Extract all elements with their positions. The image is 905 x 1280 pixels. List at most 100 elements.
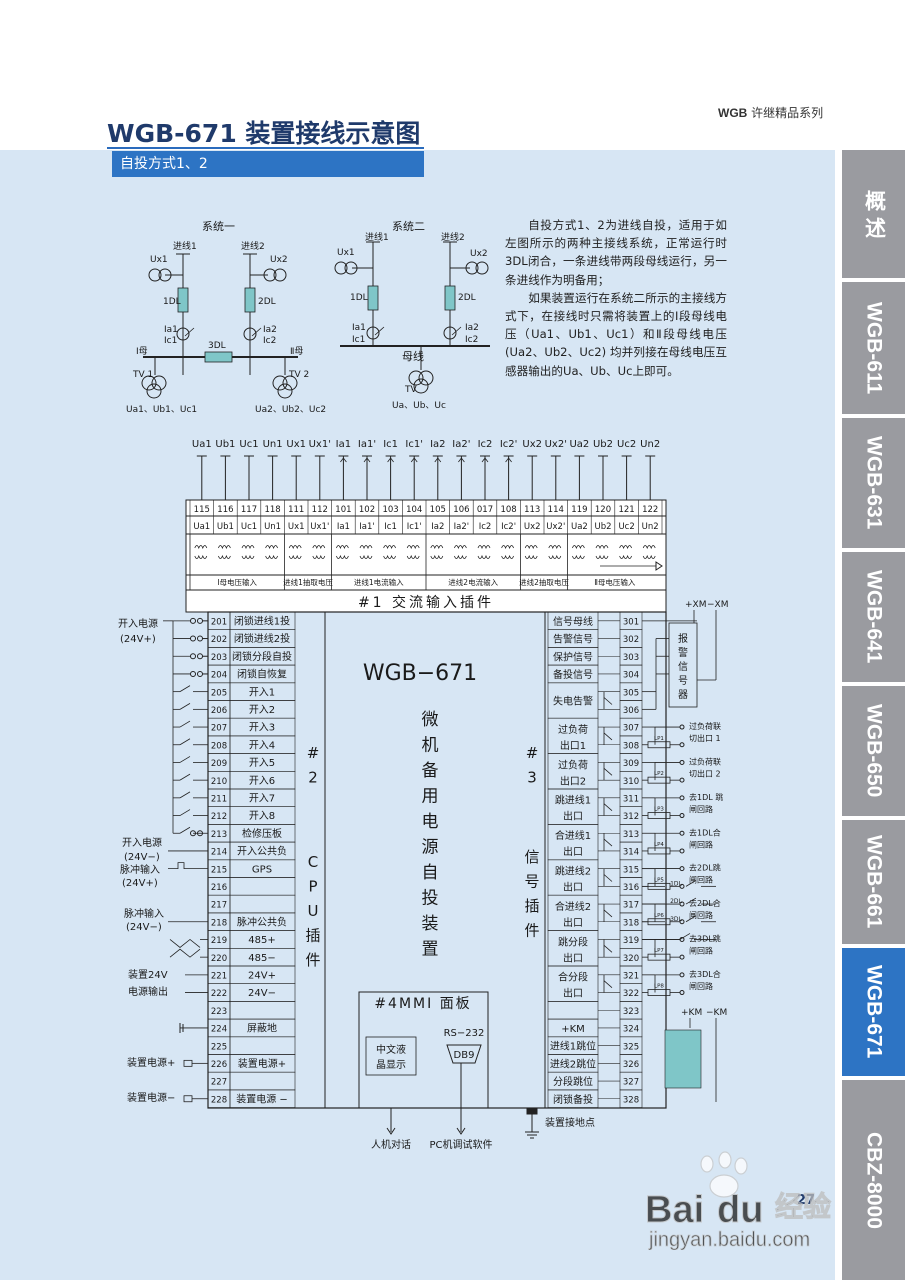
pulse-in-neg: 脉冲输入: [124, 907, 164, 920]
ac-coil: [383, 545, 396, 550]
ac-pin-number: 114: [548, 505, 564, 515]
system2-tv-c: [413, 378, 429, 394]
title-underline: [107, 147, 424, 149]
signal-label: 出口: [563, 845, 583, 858]
side-tab-label: WGB-671: [862, 965, 886, 1059]
cpu-pin-number: 222: [211, 989, 227, 999]
dev-power-neg: 装置电源−: [127, 1091, 175, 1104]
system2-tv-label: TV: [404, 385, 417, 395]
ac-pin-number: 117: [241, 505, 257, 515]
description: 自投方式1、2为进线自投，适用于如左图所示的两种主接线系统，正常运行时3DL闭合…: [505, 216, 727, 380]
dl-contact-label: 2DL: [670, 898, 682, 905]
output-label-1: 去1DL合: [689, 827, 721, 837]
ac-signal-label: Ub1: [215, 439, 235, 450]
cpu-plugin-char: 2: [308, 769, 318, 787]
ac-coil: [477, 554, 491, 559]
lp-plate: [647, 847, 671, 855]
side-tab-wgb-641[interactable]: WGB-641: [842, 552, 905, 682]
ac-coil: [477, 545, 491, 550]
ac-signal-label: Ia2': [452, 439, 470, 450]
signal-pin-number: 314: [623, 848, 639, 858]
series-label: 许继精品系列: [751, 106, 824, 120]
ac-coil: [265, 545, 278, 550]
ac-coil: [288, 554, 302, 559]
signal-pin-number: 322: [623, 989, 639, 999]
cpu-pin-number: 216: [211, 883, 227, 893]
paw-pad-3: [734, 1157, 748, 1175]
ac-cell-label: Ia1: [337, 522, 350, 532]
signal-pin-number: 304: [623, 671, 639, 681]
ac-signal-label: Ia2: [430, 439, 445, 450]
signal-label: 闭锁备投: [553, 1093, 593, 1106]
ac-coil: [501, 545, 514, 550]
side-tab-wgb-661[interactable]: WGB-661: [842, 820, 905, 944]
xm-neg: −XM: [707, 600, 728, 610]
ac-cell-label: Ia2: [431, 522, 444, 532]
ac-signal-label: Un1: [263, 439, 283, 450]
lp-plate: [647, 989, 671, 996]
system2-b1: 1DL: [350, 293, 368, 303]
lp-terminal: [679, 990, 685, 996]
block-blade: [679, 933, 691, 940]
ac-signal-label: Ux1: [286, 439, 306, 450]
output-label-1: 去2DL跳: [689, 863, 721, 873]
ground-label: 装置接地点: [545, 1116, 595, 1129]
terminal: [197, 635, 203, 642]
relay-blade: [603, 697, 613, 705]
contact-blade: [179, 738, 191, 746]
side-tab-wgb-671[interactable]: WGB-671: [842, 948, 905, 1076]
rs485-twisted-pair: [169, 938, 201, 958]
ac-coil: [194, 554, 208, 559]
side-tab-cbz-8000[interactable]: CBZ-8000: [842, 1080, 905, 1280]
side-tab-overview[interactable]: 概 述: [842, 150, 905, 278]
watermark-cn: 经验: [775, 1190, 831, 1223]
ac-coil: [336, 545, 349, 550]
ac-signal-label: Ic2': [500, 439, 518, 450]
device-desc-char: 微: [422, 710, 439, 730]
lp-terminal: [679, 830, 685, 836]
ac-pin-number: 118: [264, 505, 280, 515]
system1-tv1-label: TV 1: [132, 370, 153, 380]
ac-pin-number: 119: [571, 505, 587, 515]
cpu-pin-number: 214: [211, 848, 227, 858]
system2-line1: 进线1: [365, 231, 389, 243]
lcd-box: [365, 1036, 417, 1076]
kairu-power-neg: 开入电源: [122, 836, 162, 849]
ac-coil: [241, 545, 255, 550]
device-desc-char: 备: [422, 761, 439, 781]
ac-coil: [572, 554, 585, 559]
ac-cell-label: Ub2: [594, 522, 611, 532]
dev-power-out: 电源输出: [128, 985, 168, 998]
lp-terminal: [679, 742, 685, 748]
ac-signal-label: Ua1: [192, 439, 212, 450]
signal-pin-number: 323: [623, 1007, 639, 1017]
terminal: [197, 653, 203, 660]
signal-pin-number: 325: [623, 1042, 639, 1052]
ac-signal-label: Uc2: [617, 439, 636, 450]
cpu-pin-number: 219: [211, 936, 227, 946]
system1-ux2: Ux2: [270, 255, 288, 265]
ac-pin-number: 121: [618, 505, 634, 515]
kairu-24v-pos: (24V+): [120, 634, 156, 645]
page-number: 27: [797, 1193, 816, 1208]
side-tab-wgb-631[interactable]: WGB-631: [842, 418, 905, 548]
contact-blade: [179, 756, 191, 763]
lcd-label: 中文液: [376, 1043, 406, 1056]
system2-ux2-pt: [465, 261, 479, 275]
cpu-pin-label: GPS: [252, 864, 272, 875]
ac-coil: [218, 554, 231, 559]
ac-group-label: 进线1电流输入: [354, 577, 404, 587]
ac-coil: [406, 545, 420, 550]
cpu-pin-number: 202: [211, 635, 227, 645]
hmi-label: 人机对话: [371, 1138, 411, 1151]
system1-b3: 3DL: [208, 341, 226, 351]
pc-arrow: [456, 1127, 466, 1135]
cpu-pin-number: 226: [211, 1060, 227, 1070]
ac-signal-label: Un2: [640, 439, 660, 450]
system1-b1: 1DL: [163, 297, 181, 307]
current-arrow: [387, 457, 394, 463]
signal-pin-number: 316: [623, 883, 639, 893]
side-tab-wgb-611[interactable]: WGB-611: [842, 282, 905, 414]
side-tab-wgb-650[interactable]: WGB-650: [842, 686, 905, 816]
ac-cell-label: Ux2: [524, 522, 541, 532]
